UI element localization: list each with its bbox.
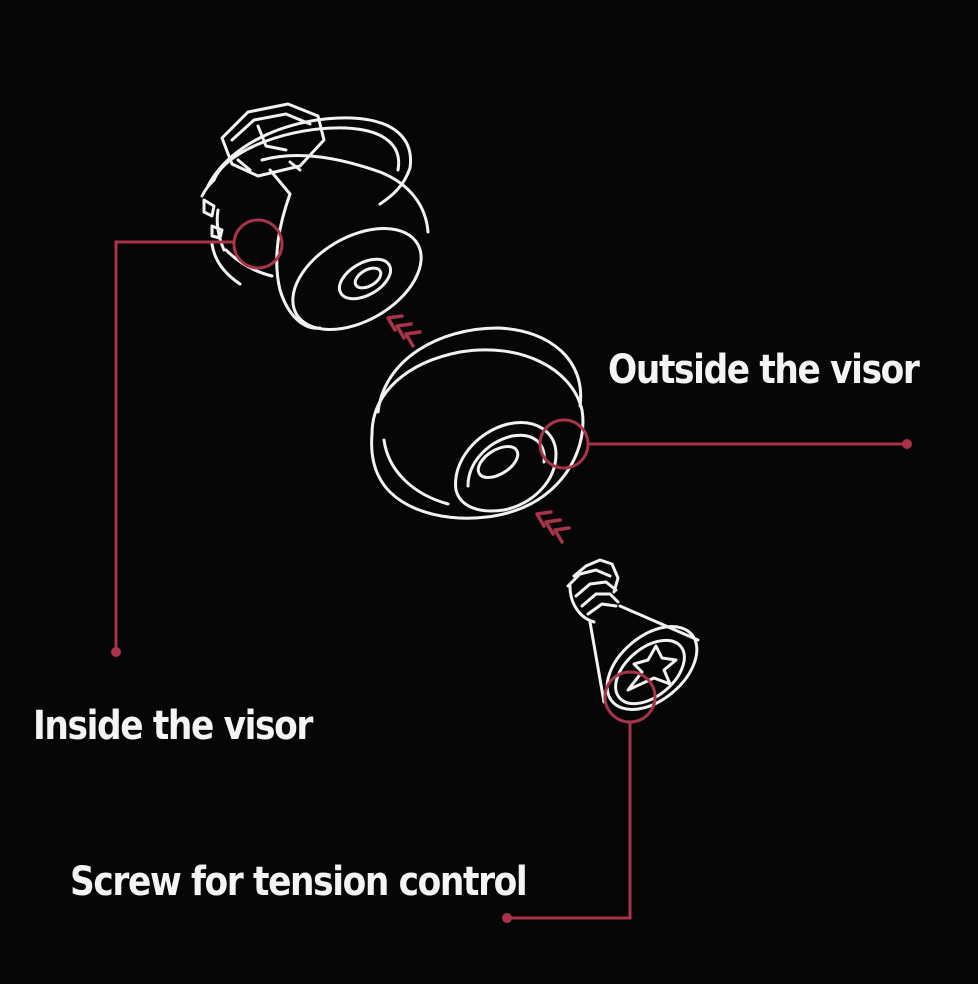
callout-circle-inside [232,218,284,270]
arrow-icon [535,510,571,544]
arrow-icon [386,314,422,348]
dome-cap [370,326,585,520]
callout-line-inside [114,240,234,652]
tension-screw [566,558,700,711]
label-tension-screw: Screw for tension control [70,859,528,905]
label-outside-visor: Outside the visor [608,347,920,393]
label-inside-visor: Inside the visor [33,703,313,749]
callout-circle-screw [603,670,657,724]
base-mount [200,102,430,331]
callout-line-screw [507,722,632,920]
callout-dot-screw [502,913,512,923]
callout-dot-inside [111,647,121,657]
callout-dot-outside [902,439,912,449]
